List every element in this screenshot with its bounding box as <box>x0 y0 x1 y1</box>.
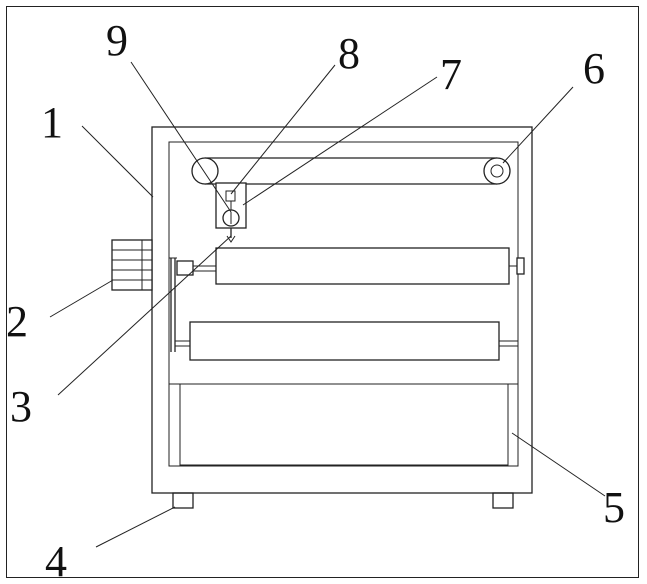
motor <box>111 239 153 291</box>
leader-6 <box>502 86 574 164</box>
label-5: 5 <box>603 483 625 532</box>
leader-8 <box>230 64 336 195</box>
upper-roller-assembly <box>176 247 525 285</box>
label-3: 3 <box>10 382 32 431</box>
leader-9 <box>130 61 232 213</box>
lower-roller <box>189 321 500 361</box>
leader-5 <box>511 432 606 497</box>
reference-numerals: 1 2 3 4 5 6 7 8 9 <box>6 16 625 584</box>
left-pulley <box>191 157 219 185</box>
leader-4 <box>95 506 176 548</box>
leader-1 <box>81 125 154 198</box>
motor-body <box>111 239 153 291</box>
label-8: 8 <box>338 29 360 78</box>
leader-7 <box>242 76 438 206</box>
collection-drawer <box>169 383 518 466</box>
shaft-bracket <box>176 260 194 276</box>
leader-2 <box>49 279 114 318</box>
label-2: 2 <box>6 297 28 346</box>
support-feet <box>172 492 514 509</box>
housing <box>151 126 533 494</box>
figure-border <box>6 6 639 578</box>
foot-left <box>172 492 194 509</box>
housing-inner-wall <box>168 141 519 467</box>
right-pulley-hub <box>490 164 504 178</box>
right-pulley <box>483 157 511 185</box>
roller-bearing <box>516 257 525 275</box>
lower-roller-assembly <box>175 321 518 361</box>
housing-outer-wall <box>151 126 533 494</box>
label-4: 4 <box>45 537 67 584</box>
side-guide-rod <box>169 257 177 352</box>
cutter-carriage <box>215 182 247 243</box>
leader-lines <box>49 61 606 548</box>
label-9: 9 <box>106 16 128 65</box>
leader-3 <box>57 235 232 396</box>
belt-drive <box>191 157 511 185</box>
label-6: 6 <box>583 44 605 93</box>
drawer-body <box>179 383 509 466</box>
upper-roller <box>215 247 510 285</box>
label-1: 1 <box>41 98 63 147</box>
foot-right <box>492 492 514 509</box>
label-7: 7 <box>440 50 462 99</box>
